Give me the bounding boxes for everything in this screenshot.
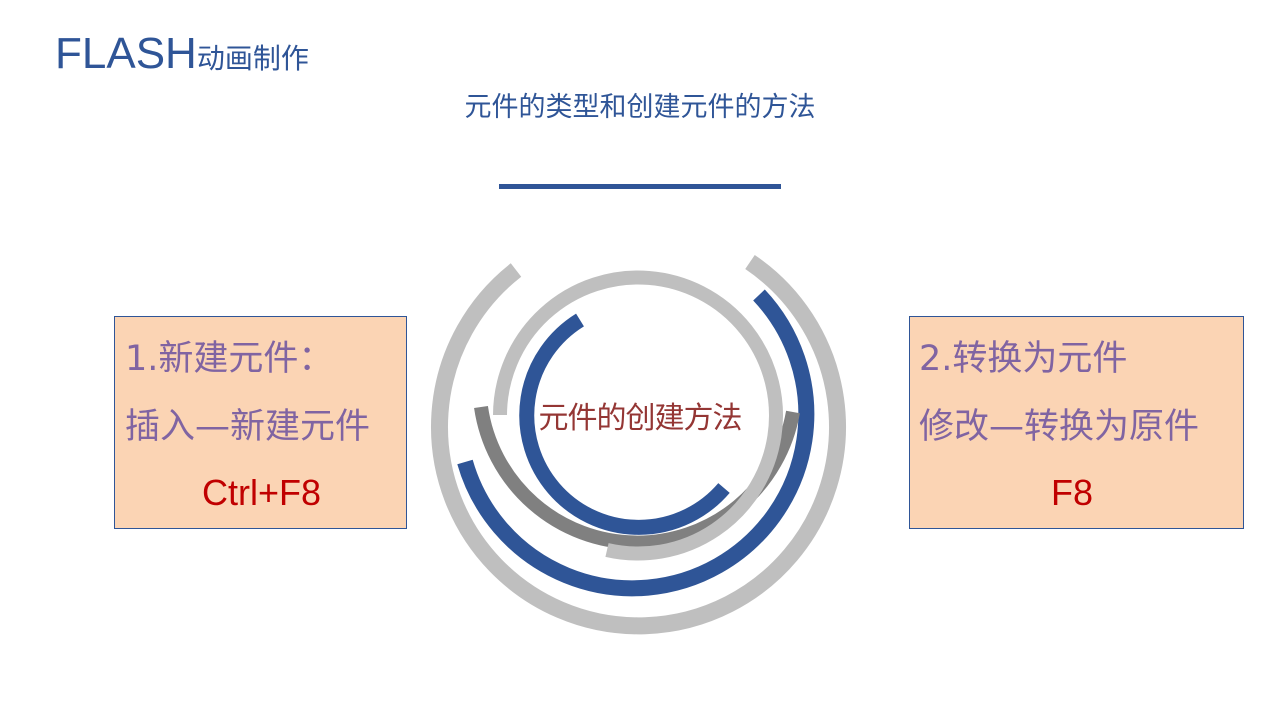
slide-title-cn: 动画制作 bbox=[196, 42, 309, 75]
new-symbol-heading: 1.新建元件： bbox=[125, 339, 334, 379]
convert-symbol-box: 2.转换为元件 修改—转换为原件 F8 bbox=[909, 316, 1244, 529]
outer-blue-ring bbox=[457, 289, 815, 597]
convert-symbol-menu-path: 修改—转换为原件 bbox=[919, 407, 1200, 447]
convert-symbol-shortcut: F8 bbox=[1051, 472, 1094, 513]
inner-gray-ring bbox=[493, 270, 783, 561]
slide-title-en: FLASH bbox=[55, 29, 197, 78]
new-symbol-box: 1.新建元件： 插入—新建元件 Ctrl+F8 bbox=[114, 316, 407, 529]
slide-title: FLASH动画制作 bbox=[55, 28, 309, 85]
convert-symbol-heading: 2.转换为元件 bbox=[919, 339, 1128, 379]
new-symbol-menu-path: 插入—新建元件 bbox=[125, 407, 371, 447]
slide-subtitle: 元件的类型和创建元件的方法 bbox=[464, 92, 816, 123]
new-symbol-shortcut: Ctrl+F8 bbox=[202, 472, 322, 513]
outer-gray-ring bbox=[431, 254, 846, 635]
diagram-center-label: 元件的创建方法 bbox=[538, 401, 743, 436]
title-divider bbox=[499, 184, 781, 189]
inner-blue-ring bbox=[519, 313, 730, 535]
